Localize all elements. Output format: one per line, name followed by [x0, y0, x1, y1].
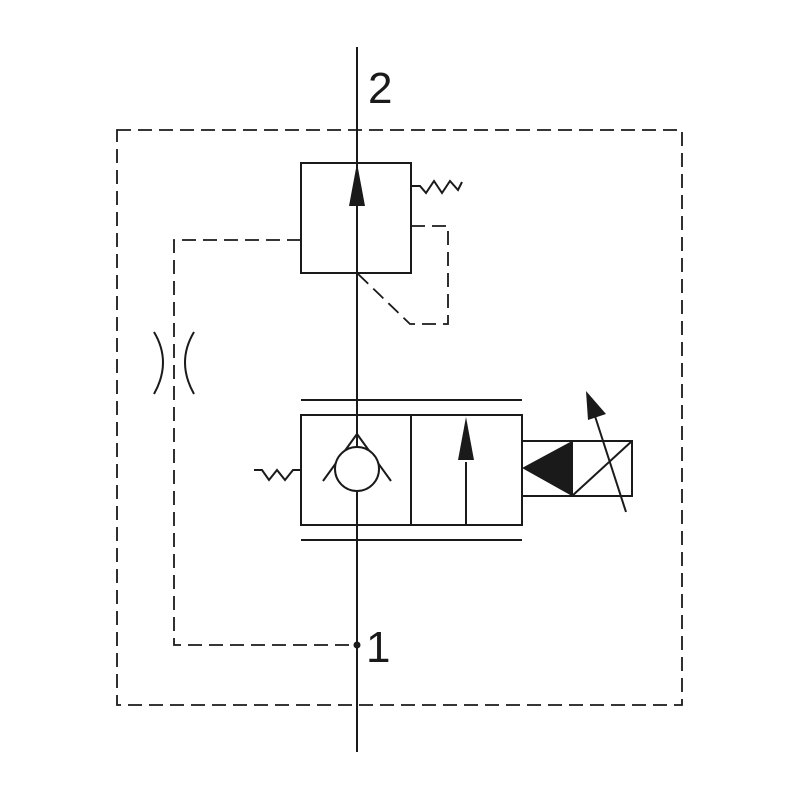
open-flow-arrow-icon	[458, 417, 474, 460]
solenoid-valve	[254, 391, 633, 541]
check-ball-icon	[334, 446, 380, 492]
orifice-icon	[153, 331, 195, 395]
valve-enclosure-boundary	[116, 129, 683, 706]
port-label-2: 2	[368, 64, 392, 113]
port-label-1: 1	[366, 623, 390, 672]
return-spring-icon	[254, 468, 301, 482]
proportional-arrow-icon	[592, 409, 627, 513]
solenoid-triangle-icon	[522, 441, 572, 496]
drain-pilot-line	[356, 225, 449, 325]
spring-icon	[411, 179, 463, 195]
external-pilot-line	[173, 239, 357, 646]
flow-arrow-icon	[349, 163, 365, 206]
pilot-valve	[300, 162, 463, 325]
